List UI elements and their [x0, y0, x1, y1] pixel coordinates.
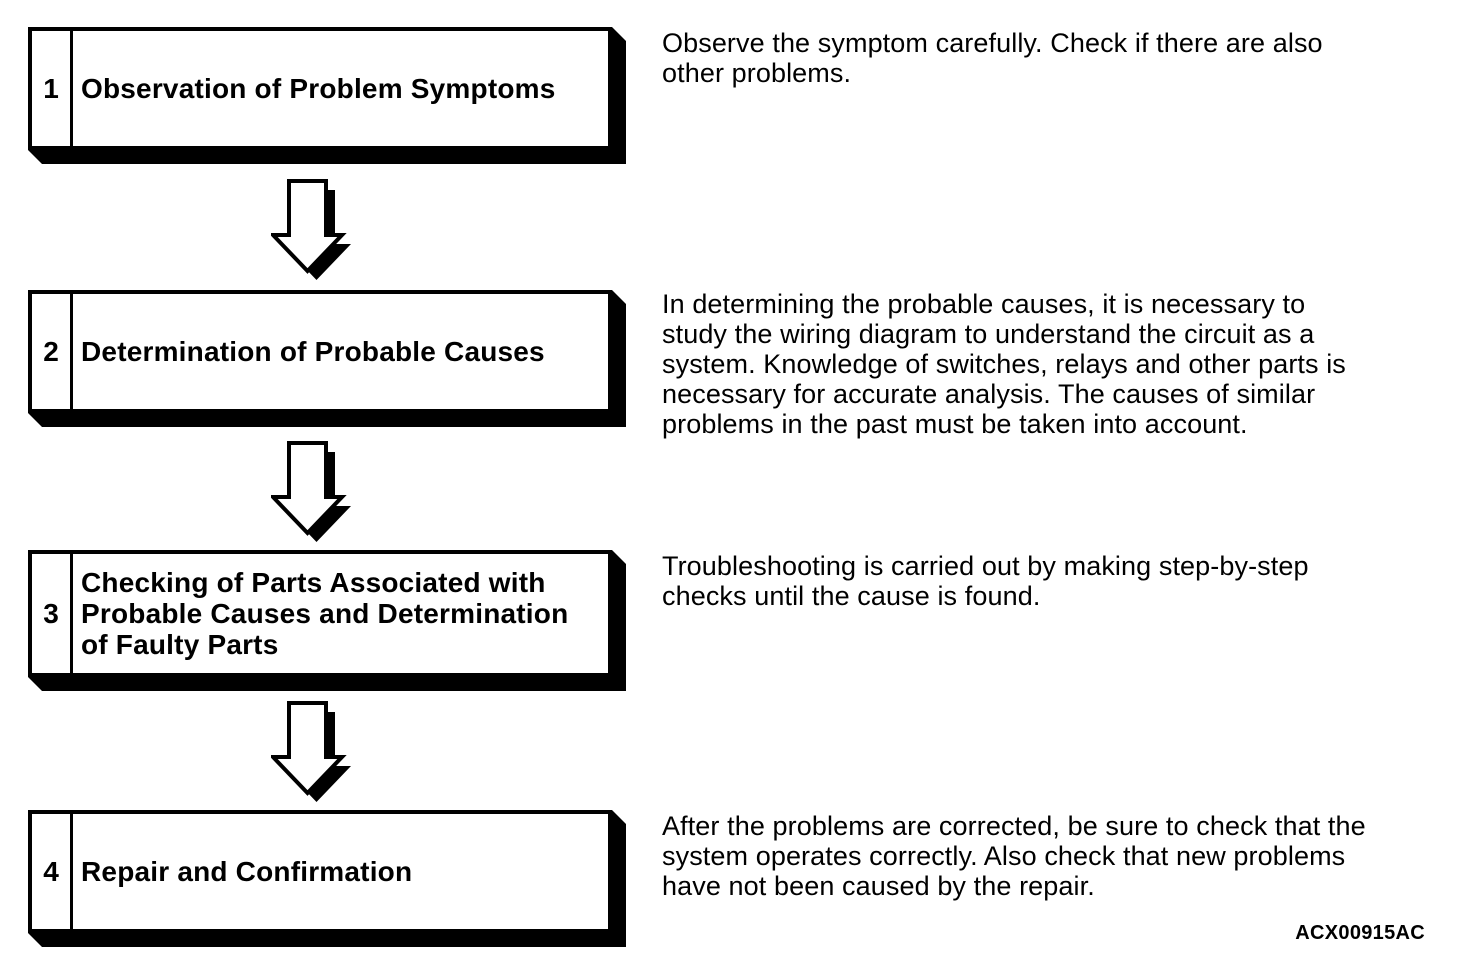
- step-number: 1: [32, 31, 73, 146]
- down-arrow-icon: [271, 441, 351, 542]
- step-title: Determination of Probable Causes: [81, 336, 545, 367]
- arrow-body: [271, 701, 347, 796]
- step-description: Troubleshooting is carried out by making…: [662, 551, 1309, 611]
- step-description: Observe the symptom carefully. Check if …: [662, 28, 1323, 88]
- step-box-4: 4 Repair and Confirmation: [28, 810, 612, 933]
- step-box-2: 2 Determination of Probable Causes: [28, 290, 612, 413]
- step-number: 2: [32, 294, 73, 409]
- step-title: Observation of Problem Symptoms: [81, 73, 556, 104]
- step-box-3: 3 Checking of Parts Associated with Prob…: [28, 550, 612, 677]
- step-title: Checking of Parts Associated with Probab…: [81, 567, 569, 660]
- down-arrow-icon: [271, 701, 351, 802]
- step-description: After the problems are corrected, be sur…: [662, 811, 1366, 901]
- step-number: 3: [32, 554, 73, 673]
- step-title: Repair and Confirmation: [81, 856, 413, 887]
- step-description: In determining the probable causes, it i…: [662, 289, 1346, 439]
- step-box-1: 1 Observation of Problem Symptoms: [28, 27, 612, 150]
- figure-code: ACX00915AC: [1295, 922, 1425, 944]
- step-number: 4: [32, 814, 73, 929]
- down-arrow-icon: [271, 179, 351, 280]
- arrow-body: [271, 441, 347, 536]
- arrow-body: [271, 179, 347, 274]
